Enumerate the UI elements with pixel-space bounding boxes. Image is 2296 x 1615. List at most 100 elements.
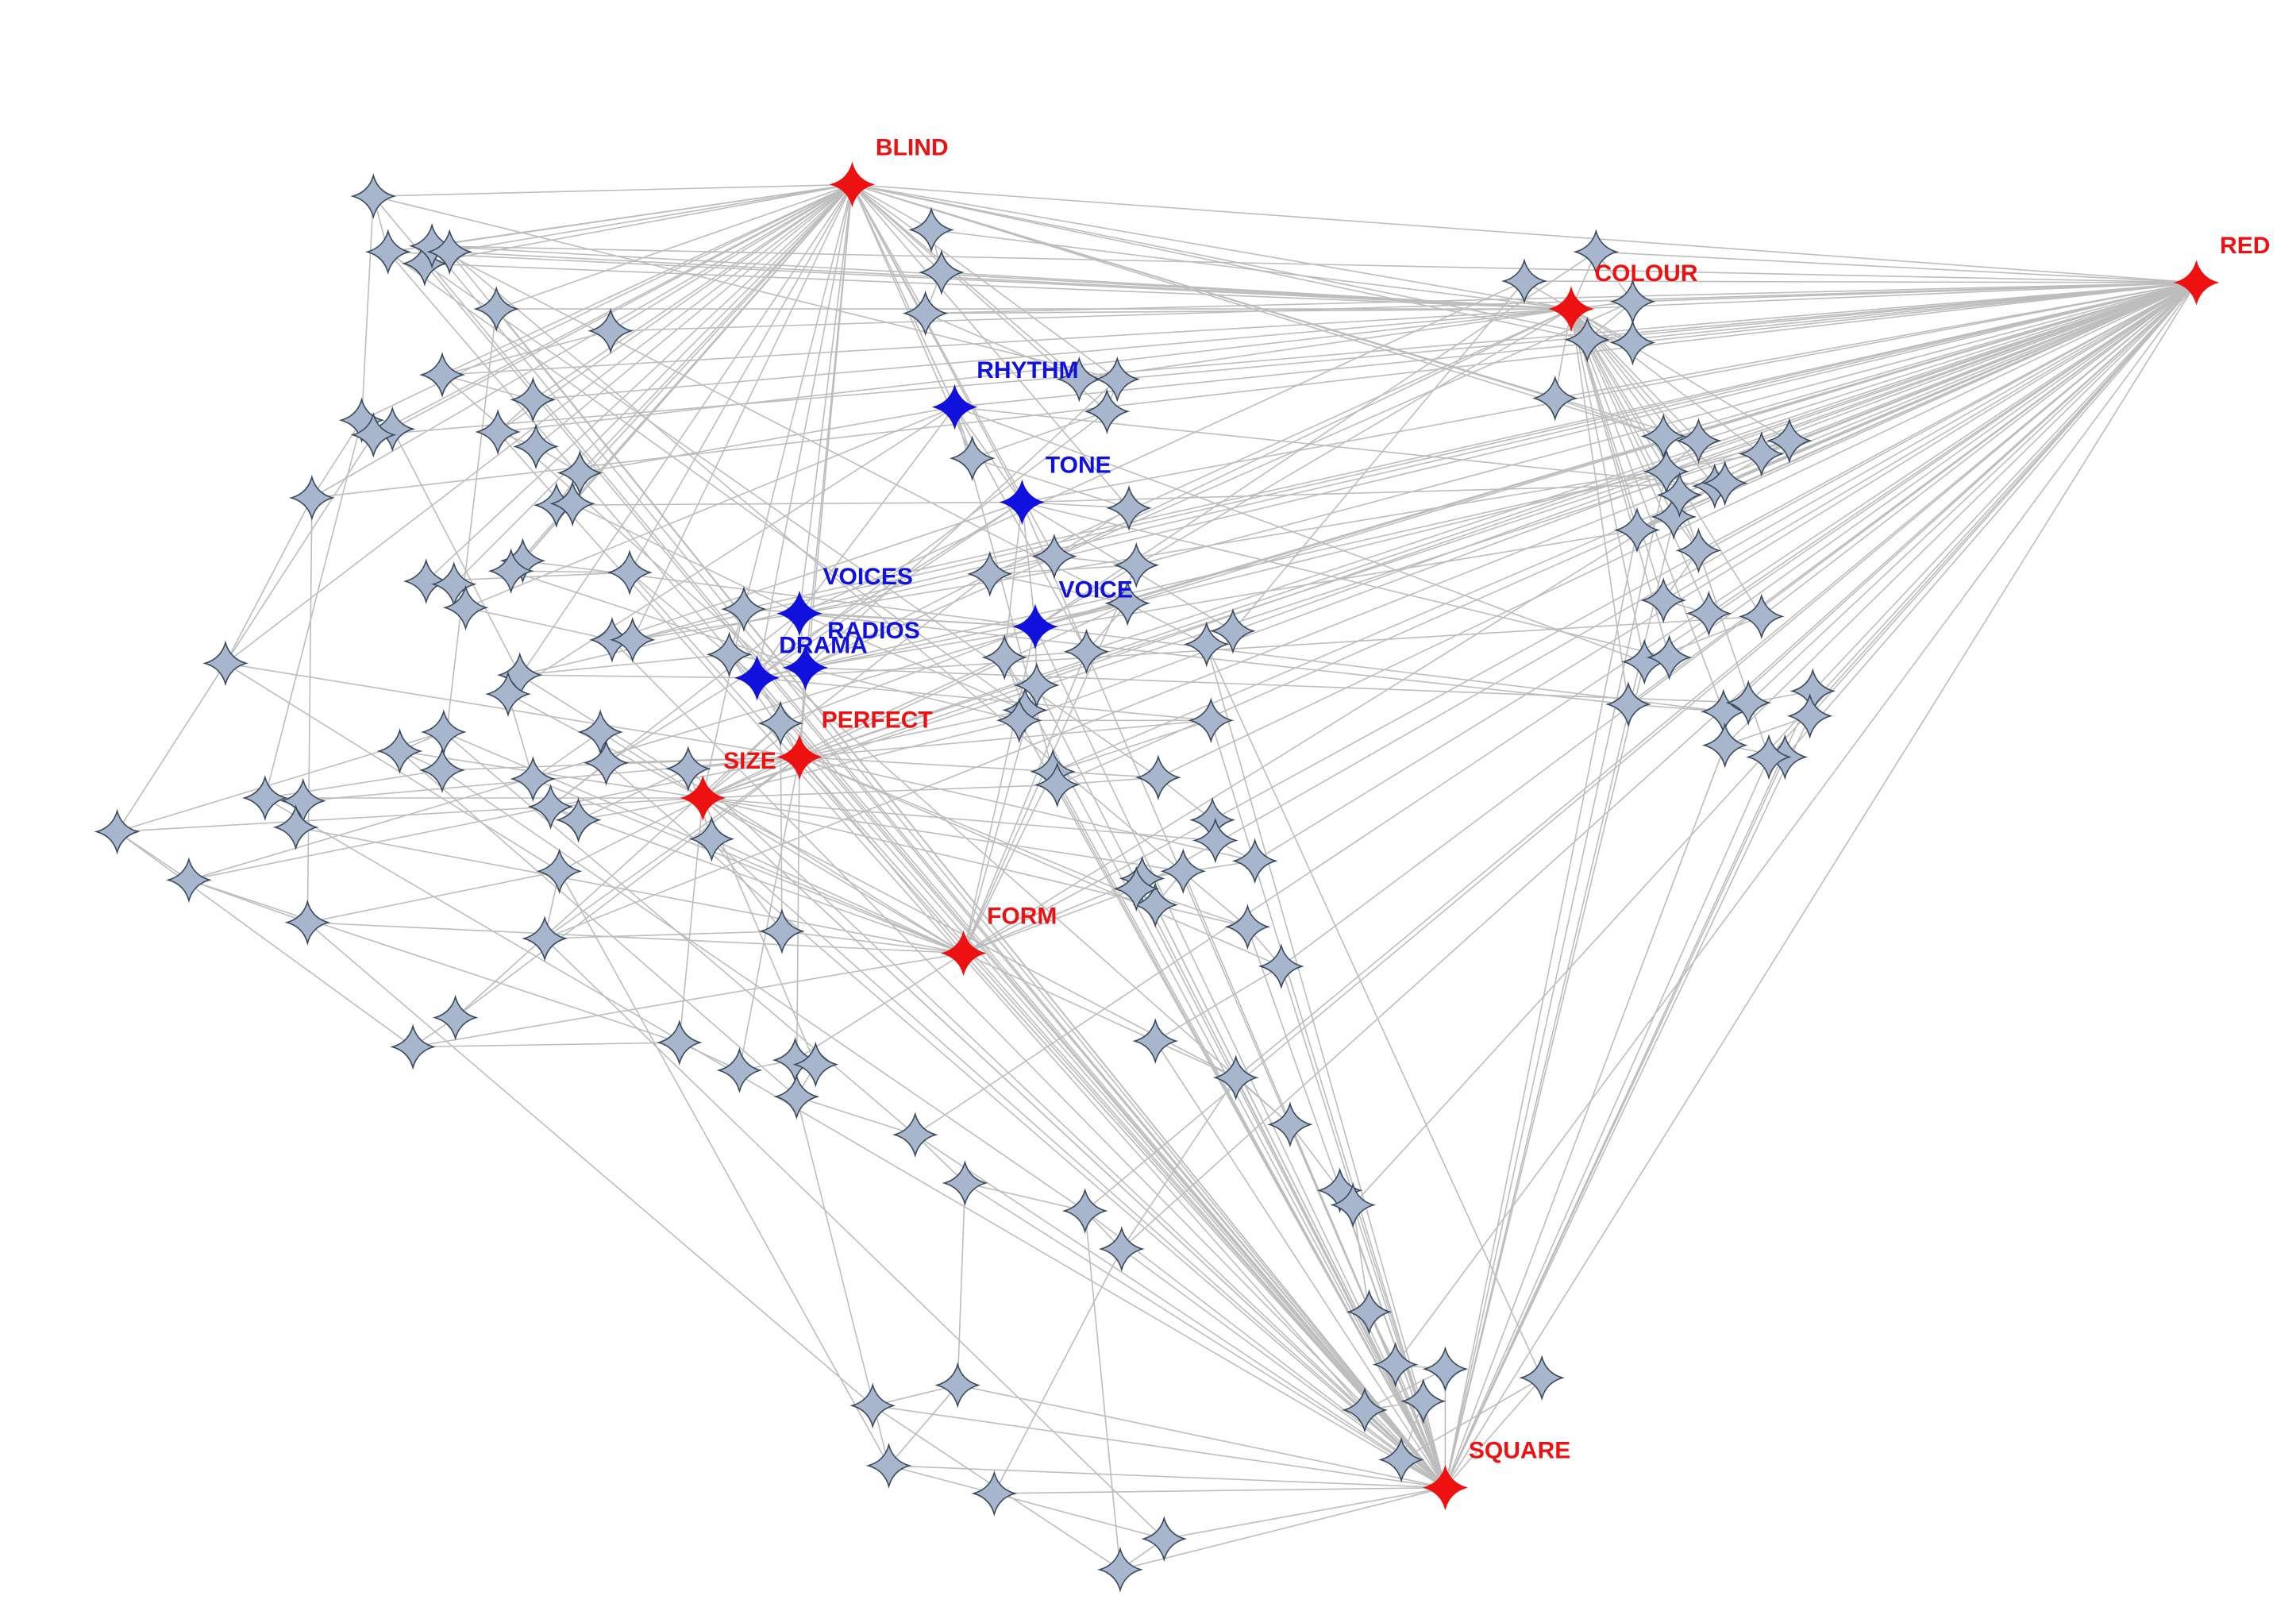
- node-star-icon: [934, 1362, 981, 1409]
- edge-line: [455, 723, 781, 1019]
- edge-line: [1570, 308, 1629, 705]
- edge-line: [1444, 471, 1667, 1488]
- edge-line: [1158, 777, 1213, 821]
- node-star-icon: [757, 700, 804, 746]
- edge-line: [1034, 282, 2197, 628]
- edge-line: [799, 407, 956, 615]
- edge-line: [311, 419, 363, 499]
- edge-line: [1570, 282, 2197, 310]
- node-star-icon: [1258, 943, 1304, 990]
- edge-line: [117, 831, 414, 1048]
- node-star-icon: [716, 1047, 763, 1093]
- edge-line: [188, 879, 680, 1043]
- node-star-voice-icon: [1012, 603, 1058, 650]
- node-star-blind-icon: [829, 161, 876, 208]
- node-label-colour: COLOUR: [1595, 260, 1698, 287]
- label-layer: BLIND COLOUR RED PERFECT SIZE FORM SQUAR…: [723, 135, 2270, 1464]
- node-star-icon: [549, 480, 596, 527]
- edge-line: [799, 756, 965, 954]
- node-star-icon: [369, 406, 416, 453]
- edge-line: [1121, 282, 2198, 1250]
- edge-line: [510, 570, 806, 669]
- node-star-icon: [706, 631, 753, 678]
- edge-line: [264, 797, 1446, 1489]
- node-star-icon: [1135, 754, 1181, 801]
- node-star-icon: [865, 1442, 912, 1489]
- node-star-icon: [1113, 865, 1160, 912]
- node-star-icon: [902, 290, 949, 337]
- node-star-icon: [1766, 418, 1813, 464]
- node-star-size-icon: [680, 775, 726, 821]
- node-star-icon: [1609, 278, 1656, 325]
- edge-line: [688, 768, 1446, 1489]
- node-star-icon: [1132, 1018, 1179, 1065]
- edge-line: [757, 410, 1108, 679]
- node-star-icon: [419, 352, 465, 399]
- edge-line: [915, 1134, 966, 1184]
- node-star-radios-icon: [782, 645, 829, 691]
- node-star-icon: [1651, 494, 1697, 540]
- edge-line: [757, 615, 1762, 679]
- edge-line: [728, 653, 800, 757]
- node-star-icon: [1183, 621, 1230, 668]
- node-label-drama: DRAMA: [779, 633, 868, 659]
- node-star-rhythm-icon: [931, 384, 978, 430]
- edge-line: [989, 282, 2197, 575]
- edge-line: [497, 183, 853, 433]
- edge-line: [572, 503, 800, 615]
- edge-line: [702, 657, 1005, 799]
- node-star-icon: [1061, 1188, 1108, 1234]
- node-star-icon: [1738, 593, 1785, 640]
- edge-line: [431, 245, 1208, 646]
- edge-line: [994, 1493, 1165, 1540]
- edge-line: [264, 769, 443, 799]
- node-star-icon: [1094, 356, 1141, 403]
- edge-line: [799, 453, 1762, 615]
- node-star-icon: [1675, 418, 1722, 464]
- node-star-icon: [656, 1019, 703, 1066]
- node-star-icon: [1531, 375, 1578, 422]
- edge-line: [799, 282, 2197, 758]
- node-label-voice: VOICE: [1059, 576, 1133, 603]
- edge-line: [989, 565, 1137, 575]
- edge-line: [703, 797, 1184, 872]
- node-star-icon: [364, 229, 411, 276]
- node-star-icon: [1212, 1054, 1259, 1101]
- edge-line: [1444, 745, 1726, 1488]
- node-label-radios: RADIOS: [827, 618, 920, 644]
- edge-line: [703, 440, 1790, 799]
- edge-line: [989, 573, 1128, 604]
- edge-line: [611, 639, 1446, 1489]
- edge-line: [702, 756, 800, 799]
- edge-line: [965, 1182, 1446, 1489]
- node-star-icon: [536, 848, 583, 895]
- edge-line: [507, 406, 955, 695]
- node-star-icon: [1056, 356, 1103, 403]
- node-star-icon: [1224, 904, 1271, 950]
- node-star-icon: [272, 804, 319, 850]
- edge-line: [851, 183, 942, 273]
- node-star-icon: [792, 1041, 839, 1088]
- edge-line: [599, 731, 703, 799]
- edge-line: [424, 183, 853, 264]
- edge-line: [611, 282, 2197, 332]
- node-star-icon: [1646, 634, 1693, 680]
- edge-line: [851, 184, 1023, 503]
- edge-line: [795, 952, 965, 1061]
- edge-line: [963, 952, 1156, 1042]
- edge-line: [1524, 280, 2197, 283]
- node-star-icon: [1564, 316, 1611, 363]
- edge-line: [1768, 282, 2198, 757]
- edge-line: [799, 756, 1156, 906]
- edge-line: [799, 756, 1158, 778]
- edge-line: [1164, 1486, 1446, 1540]
- node-star-icon: [773, 1073, 820, 1120]
- edge-line: [972, 410, 1108, 459]
- node-star-icon: [1084, 388, 1131, 435]
- edge-line: [962, 651, 1088, 954]
- node-star-icon: [442, 584, 489, 631]
- edge-line: [799, 709, 1026, 758]
- edge-line: [441, 330, 611, 376]
- edge-line: [580, 406, 955, 474]
- edge-line: [852, 183, 1633, 344]
